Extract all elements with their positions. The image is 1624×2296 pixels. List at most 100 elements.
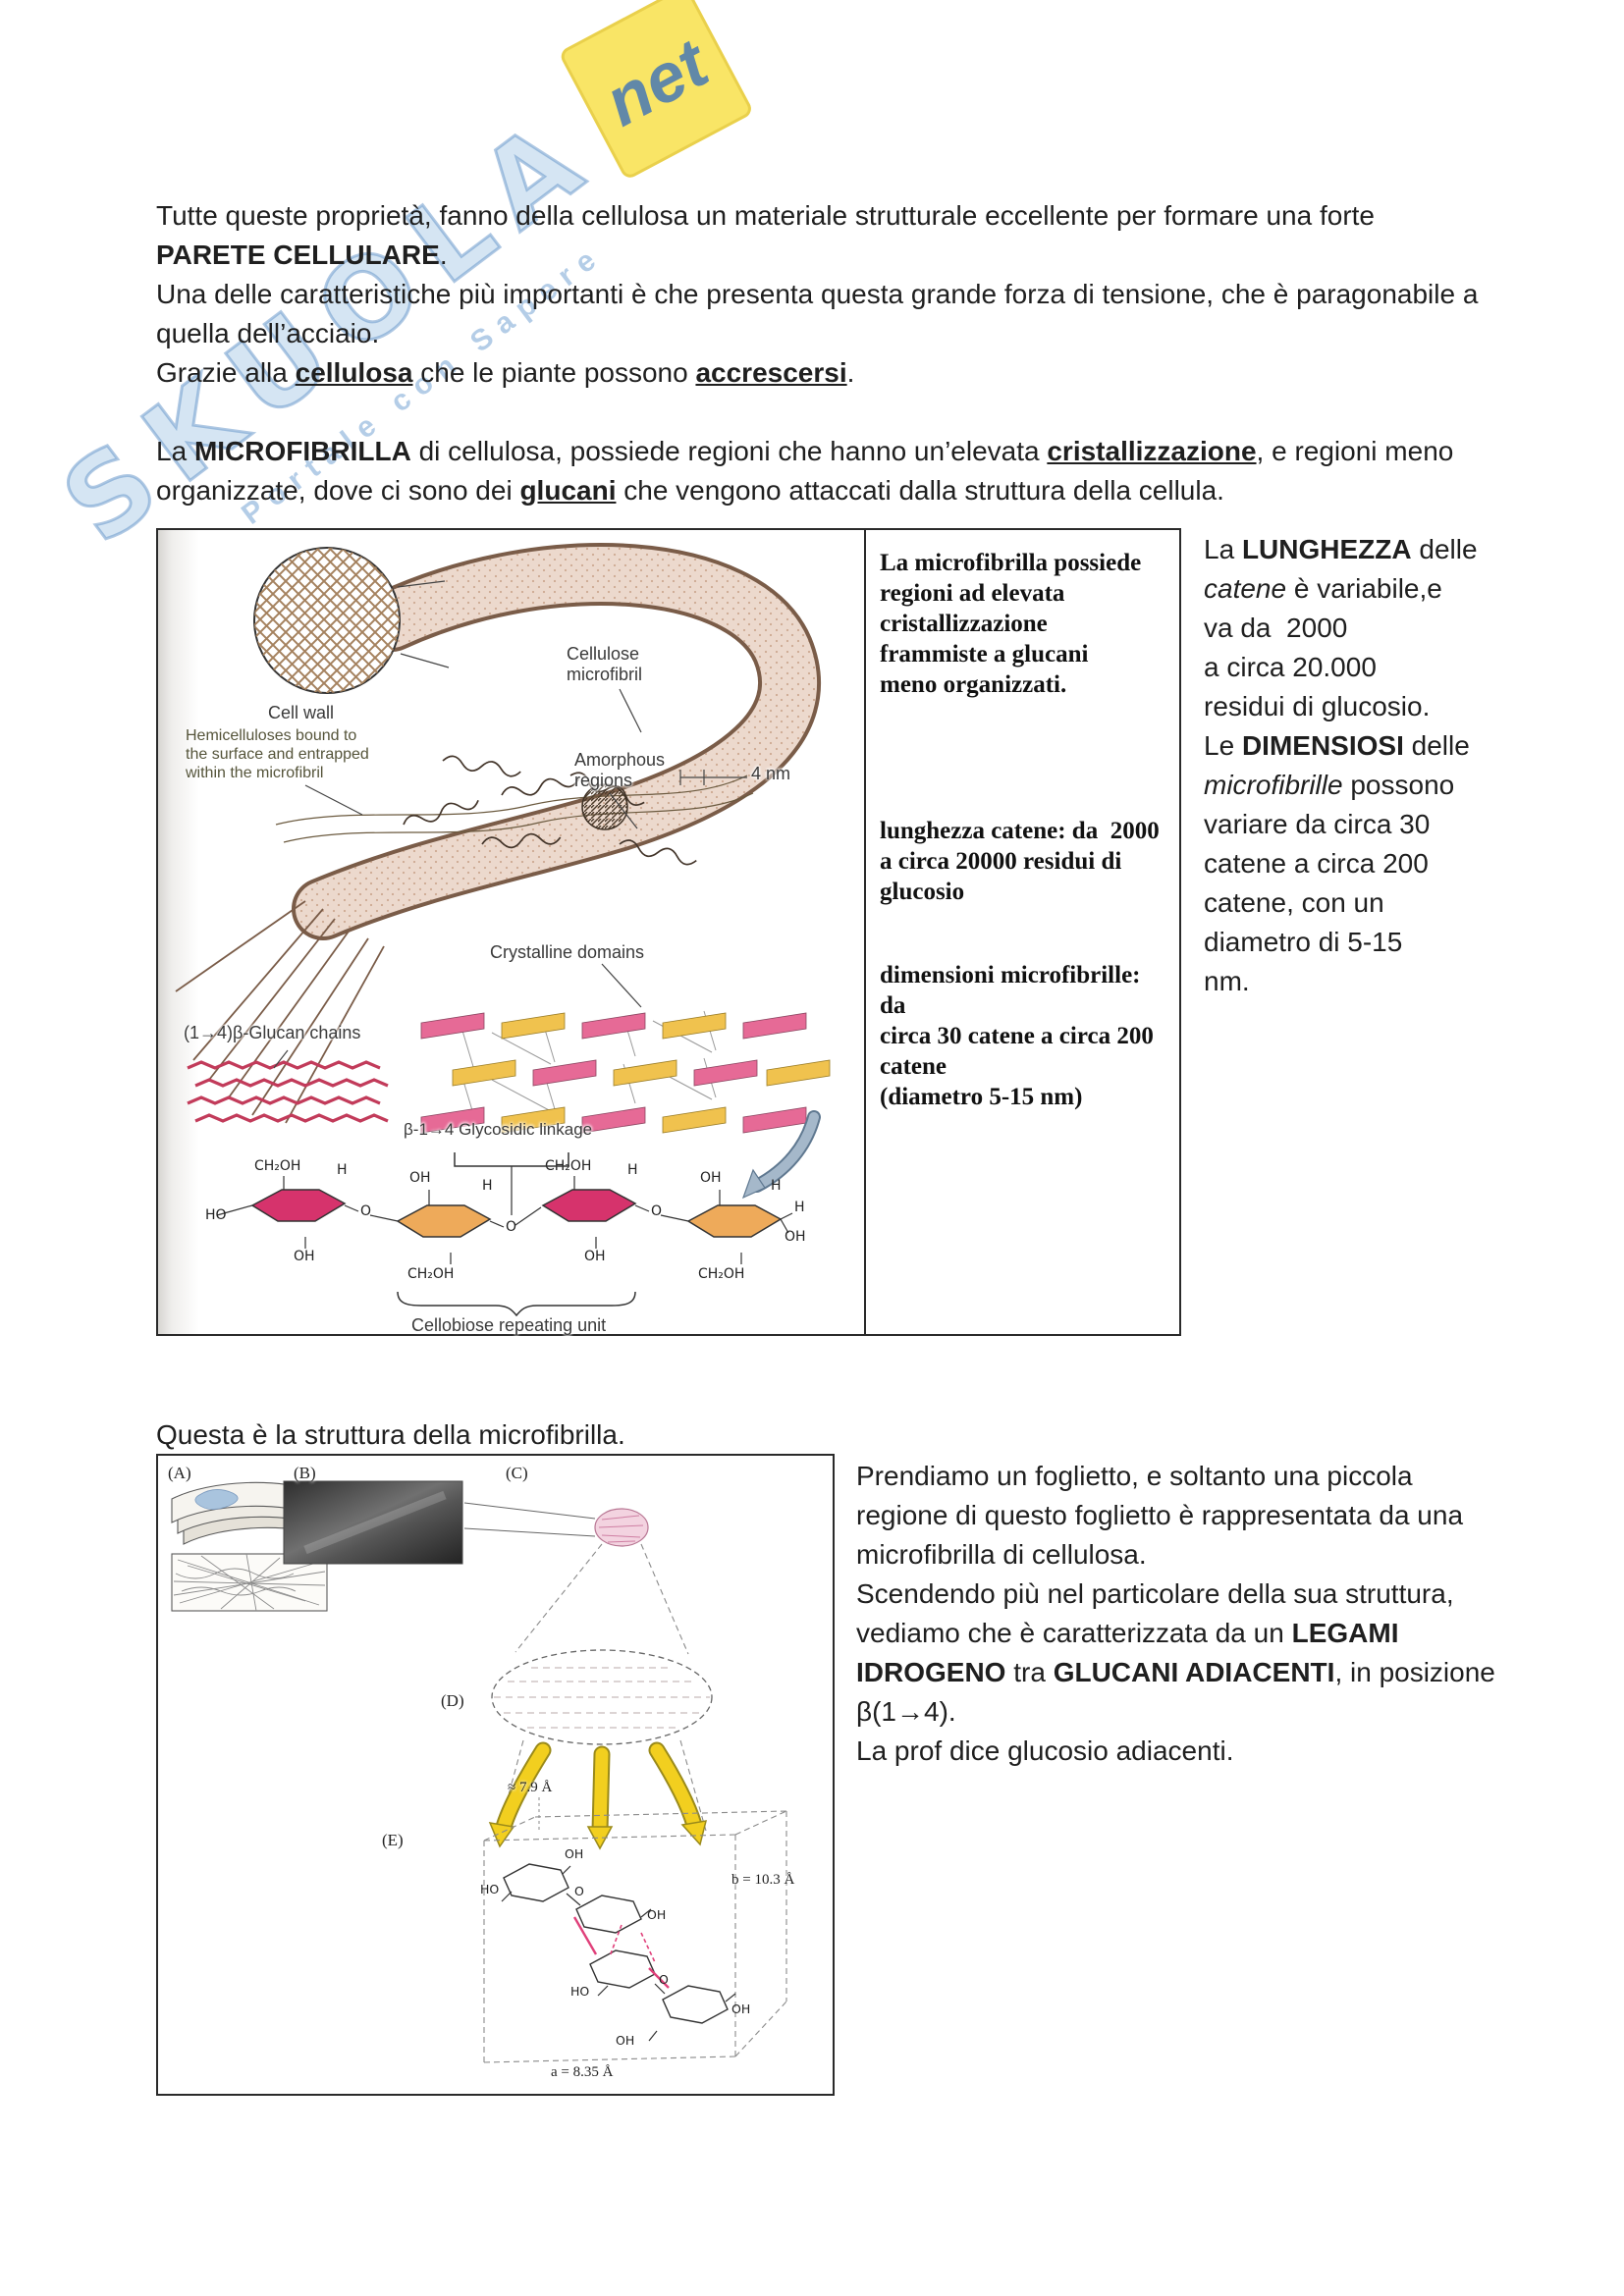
- text-run-bold: PARETE CELLULARE: [156, 240, 440, 270]
- figure-label-cell-wall: Cell wall: [268, 703, 335, 722]
- chem-label: OH: [731, 2002, 750, 2016]
- text-run-italic: microfibrille: [1204, 770, 1343, 800]
- chem-label: CH₂OH: [698, 1266, 744, 1282]
- figure-label-hemicelluloses: Hemicelluloses bound to the surface and …: [186, 727, 369, 781]
- chem-label: O: [651, 1203, 662, 1219]
- chem-label: O: [506, 1219, 516, 1235]
- text-run: La: [156, 436, 194, 466]
- unit-cell-box: [483, 1797, 787, 2063]
- figure-label-cellulose-microfibril: Cellulose microfibril: [567, 644, 643, 684]
- chem-label: OH: [700, 1170, 722, 1186]
- figure-label-4nm: 4 nm: [751, 764, 791, 783]
- measure-a-axis: a = 8.35 Å: [551, 2064, 614, 2080]
- panel-label-e: (E): [382, 1831, 404, 1849]
- chem-label: OH: [785, 1229, 806, 1245]
- paragraph-cell-wall: Tutte queste proprietà, fanno della cell…: [156, 196, 1484, 275]
- chem-label: H: [627, 1162, 638, 1178]
- chem-label: OH: [647, 1907, 666, 1922]
- chem-label: H: [482, 1178, 493, 1194]
- paragraph-tension: Una delle caratteristiche più importanti…: [156, 275, 1484, 353]
- panel-label-a: (A): [168, 1464, 191, 1482]
- text-run: Prendiamo un foglietto, e soltanto una p…: [856, 1461, 1464, 1648]
- panel-note-crystallization: La microfibrilla possiede regioni ad ele…: [880, 550, 1142, 698]
- text-run-bold: MICROFIBRILLA: [193, 436, 411, 466]
- text-run-bold: GLUCANI ADIACENTI: [1053, 1657, 1335, 1687]
- text-run-bold-underline: accrescersi: [695, 357, 847, 388]
- text-run: possono variare da circa 30 catene a cir…: [1204, 770, 1455, 996]
- spacer: [156, 393, 1484, 432]
- text-run: che vengono attaccati dalla struttura de…: [616, 475, 1224, 506]
- chem-label: OH: [616, 2033, 634, 2048]
- measure-b-axis: b = 10.3 Å: [731, 1872, 795, 1888]
- figure-microfibril-structure: HO OH O OH HO O OH OH (A) (B) (C) (D) (E…: [156, 1454, 835, 2096]
- text-run: .: [846, 357, 855, 388]
- hemicellulose-strands: [275, 774, 754, 843]
- text-run: di cellulosa, possiede regioni che hanno…: [410, 436, 1048, 466]
- figure-label-amorphous-regions: Amorphous regions: [574, 750, 666, 790]
- amorphous-knot: [581, 783, 628, 830]
- crystalline-lattice: [420, 1010, 831, 1134]
- text-run: delle: [1411, 730, 1470, 761]
- cellobiose-brace: [397, 1291, 636, 1317]
- chem-label: HO: [205, 1207, 227, 1223]
- text-run: delle: [1419, 534, 1478, 564]
- text-run-bold: DIMENSIOSI: [1241, 730, 1404, 761]
- figure-label-cellobiose-unit: Cellobiose repeating unit: [411, 1315, 607, 1335]
- zoom-arrow: [741, 1110, 821, 1200]
- paragraph-growth: Grazie alla cellulosa che le piante poss…: [156, 353, 1484, 393]
- text-run: , in posizione β(1→4). La prof dice gluc…: [856, 1657, 1495, 1766]
- text-run: , e regioni meno organizzate, dove ci so…: [156, 436, 1454, 506]
- chem-label: OH: [409, 1170, 431, 1186]
- chem-label: OH: [565, 1846, 583, 1861]
- chem-label: HO: [570, 1984, 589, 1999]
- chem-label: O: [360, 1203, 371, 1219]
- chem-label: O: [574, 1884, 584, 1898]
- cellulose-chemical-chain: CH₂OH OH H O OH CH₂OH H O CH₂OH OH H O O…: [205, 1152, 806, 1317]
- measure-c-axis: ≈ 7.9 Å: [508, 1780, 553, 1795]
- text-run: La: [1204, 534, 1242, 564]
- watermark-net-label: net: [592, 25, 720, 141]
- text-run: è variabile,e va da 2000 a circa 20.000 …: [1204, 573, 1442, 721]
- text-run: Tutte queste proprietà, fanno della cell…: [156, 200, 1375, 231]
- chem-label: H: [794, 1200, 805, 1215]
- blue-patch: [194, 1489, 239, 1510]
- chem-label: CH₂OH: [407, 1266, 454, 1282]
- figure-microfibril-diagram: CH₂OH OH H O OH CH₂OH H O CH₂OH OH H O O…: [158, 530, 864, 1335]
- amorphous-region-squiggles: [403, 755, 697, 866]
- text-run: che le piante possono: [412, 357, 696, 388]
- cell-wall-inset-circle: [253, 547, 450, 694]
- intro-text-block: Tutte queste proprietà, fanno della cell…: [156, 196, 1484, 510]
- chem-label: OH: [584, 1249, 606, 1264]
- text-run-bold-underline: cellulosa: [295, 357, 413, 388]
- text-run-bold: LUNGHEZZA: [1241, 534, 1412, 564]
- fibril-cross-section: [491, 1543, 713, 1836]
- tem-micrograph: [283, 1480, 463, 1565]
- text-run-bold-underline: cristallizzazione: [1047, 436, 1257, 466]
- figure-microfibril: CH₂OH OH H O OH CH₂OH H O CH₂OH OH H O O…: [156, 528, 1181, 1336]
- down-arrows: [488, 1741, 708, 1850]
- caption-structure: Questa è la struttura della microfibrill…: [156, 1415, 1040, 1455]
- chem-label: CH₂OH: [254, 1158, 300, 1174]
- text-run: Una delle caratteristiche più importanti…: [156, 279, 1479, 348]
- figure-side-panel: La microfibrilla possiede regioni ad ele…: [864, 530, 1179, 1334]
- figure-label-glycosidic-linkage: β-1→4 Glycosidic linkage: [404, 1120, 593, 1139]
- panel-note-dimensions: dimensioni microfibrille: da circa 30 ca…: [880, 962, 1154, 1110]
- note-hydrogen-bonds: Prendiamo un foglietto, e soltanto una p…: [856, 1457, 1496, 1771]
- chem-label: HO: [480, 1882, 499, 1896]
- text-run-bold: LEGAMI IDROGENO: [856, 1618, 1407, 1687]
- panel-label-b: (B): [294, 1464, 316, 1482]
- panel-label-c: (C): [506, 1464, 528, 1482]
- panel-note-chain-length: lunghezza catene: da 2000 a circa 20000 …: [880, 818, 1160, 905]
- text-run: Le: [1204, 730, 1242, 761]
- glucan-chain-lines: [175, 900, 385, 1124]
- glucan-molecules: HO OH O OH HO O OH OH: [480, 1846, 750, 2048]
- chem-label: OH: [294, 1249, 315, 1264]
- text-run: Questa è la struttura della microfibrill…: [156, 1419, 625, 1450]
- note-microfibril-dimensions: La LUNGHEZZA delle catene è variabile,e …: [1204, 530, 1533, 1001]
- structure-artwork: HO OH O OH HO O OH OH: [171, 1480, 787, 2063]
- chem-label: H: [337, 1162, 348, 1178]
- paragraph-microfibrilla: La MICROFIBRILLA di cellulosa, possiede …: [156, 432, 1484, 510]
- text-run-bold-underline: glucani: [519, 475, 617, 506]
- magnification-cone: [463, 1502, 649, 1547]
- text-run-italic: catene: [1204, 573, 1287, 604]
